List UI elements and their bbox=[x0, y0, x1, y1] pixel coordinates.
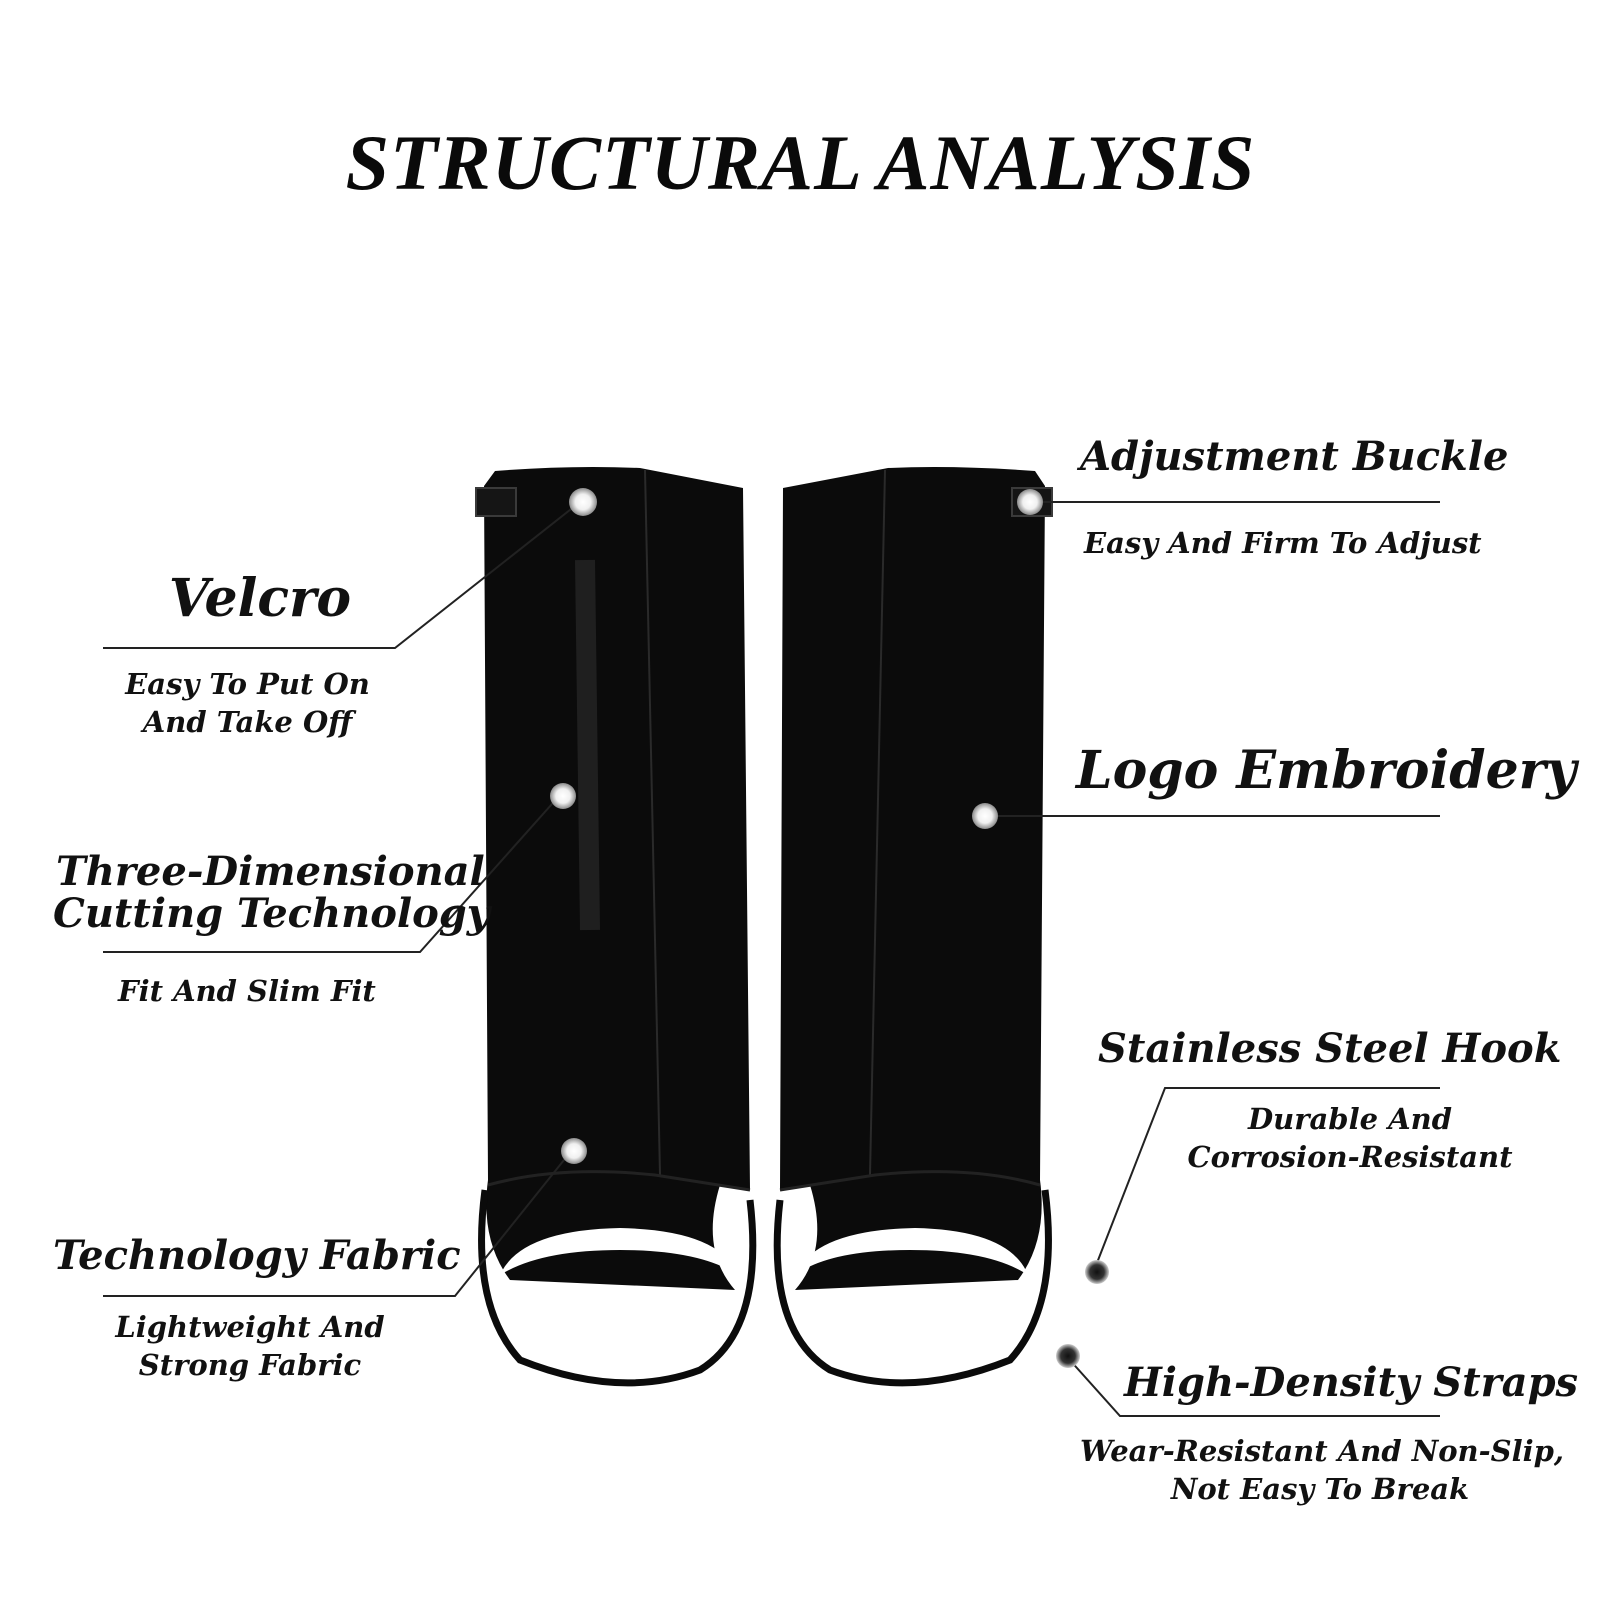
left-gaiter bbox=[475, 467, 757, 1387]
three-d-desc: Fit And Slim Fit bbox=[118, 974, 376, 1008]
fabric-desc-2: Strong Fabric bbox=[138, 1348, 362, 1382]
straps-desc-2: Not Easy To Break bbox=[1170, 1472, 1470, 1506]
hook-title: Stainless Steel Hook bbox=[1098, 1025, 1562, 1072]
fabric-desc-1: Lightweight And bbox=[115, 1310, 385, 1344]
velcro-desc-2: And Take Off bbox=[142, 705, 353, 739]
left-gaiter-seam bbox=[644, 469, 661, 1176]
left-gaiter-body bbox=[484, 467, 750, 1290]
left-gaiter-boot-cut bbox=[487, 1170, 751, 1192]
buckle-title: Adjustment Buckle bbox=[1080, 433, 1509, 480]
velcro-leader bbox=[103, 501, 581, 649]
right-underfoot-strap bbox=[773, 1189, 1052, 1387]
straps-leader bbox=[1067, 1357, 1440, 1417]
right-gaiter bbox=[773, 467, 1053, 1387]
straps-title: High-Density Straps bbox=[1124, 1359, 1579, 1406]
left-underfoot-strap bbox=[478, 1189, 757, 1387]
three-d-title-2: Cutting Technology bbox=[53, 890, 490, 937]
buckle-marker-icon bbox=[1017, 489, 1043, 515]
velcro-marker-icon bbox=[569, 488, 597, 516]
left-buckle bbox=[475, 487, 517, 517]
velcro-title: Velcro bbox=[168, 568, 352, 629]
left-opening bbox=[500, 1228, 738, 1275]
right-gaiter-seam bbox=[869, 469, 886, 1176]
logo-title: Logo Embroidery bbox=[1076, 740, 1577, 801]
straps-desc-1: Wear-Resistant And Non-Slip, bbox=[1080, 1434, 1565, 1468]
velcro-desc-1: Easy To Put On bbox=[125, 667, 370, 701]
fabric-title: Technology Fabric bbox=[53, 1232, 461, 1279]
hook-desc-1: Durable And bbox=[1247, 1102, 1452, 1136]
buckle-desc: Easy And Firm To Adjust bbox=[1084, 526, 1482, 560]
page-title: STRUCTURAL ANALYSIS bbox=[345, 119, 1256, 206]
fabric-marker-icon bbox=[561, 1138, 587, 1164]
strap-marker-icon bbox=[1056, 1344, 1080, 1368]
hook-desc-2: Corrosion-Resistant bbox=[1187, 1140, 1513, 1174]
leader-lines bbox=[103, 501, 1440, 1417]
right-gaiter-body bbox=[780, 467, 1045, 1290]
hook-leader bbox=[1094, 1087, 1440, 1269]
right-opening bbox=[795, 1228, 1028, 1275]
three-d-leader bbox=[103, 794, 561, 953]
three-d-title-1: Three-Dimensional bbox=[56, 848, 485, 895]
fabric-leader bbox=[103, 1149, 573, 1297]
three-d-marker-icon bbox=[550, 783, 576, 809]
right-gaiter-boot-cut bbox=[779, 1170, 1041, 1192]
hook-marker-icon bbox=[1085, 1260, 1109, 1284]
left-velcro-strip bbox=[575, 559, 600, 931]
logo-marker-icon bbox=[972, 803, 998, 829]
